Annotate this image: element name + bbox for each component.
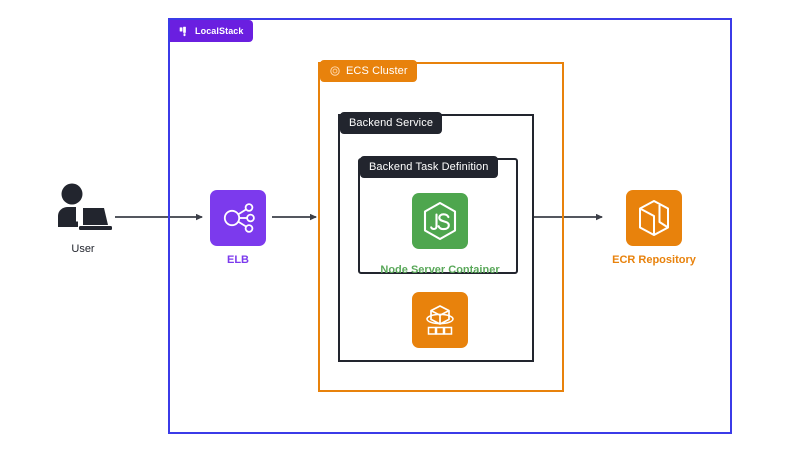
ecs-cluster-icon: [329, 65, 341, 77]
node-elb: ELB: [210, 190, 266, 266]
localstack-logo-icon: [179, 26, 190, 37]
label-backend-task-definition-text: Backend Task Definition: [369, 160, 489, 173]
ecs-container-icon: [412, 292, 468, 348]
label-backend-service-text: Backend Service: [349, 116, 434, 129]
label-ecs-cluster: ECS Cluster: [320, 60, 417, 82]
node-ecs-task-icon: [412, 292, 468, 348]
nodejs-icon: [412, 193, 468, 249]
user-at-laptop-icon: [52, 183, 114, 235]
node-user: User: [38, 183, 128, 255]
container-localstack: [168, 18, 732, 434]
load-balancer-icon: [210, 190, 266, 246]
node-ecr-repository: ECR Repository: [606, 190, 702, 266]
label-backend-service: Backend Service: [340, 112, 443, 134]
label-localstack: LocalStack: [170, 20, 253, 42]
node-node-server-container-label: Node Server Container: [380, 264, 500, 276]
ecr-cube-icon: [626, 190, 682, 246]
node-ecr-repository-label: ECR Repository: [612, 254, 696, 266]
label-backend-task-definition: Backend Task Definition: [360, 156, 498, 178]
label-localstack-text: LocalStack: [195, 25, 244, 36]
node-node-server-container: Node Server Container: [380, 193, 500, 276]
node-elb-label: ELB: [227, 254, 249, 266]
node-user-label: User: [71, 243, 95, 255]
label-ecs-cluster-text: ECS Cluster: [346, 64, 408, 77]
container-ecs-cluster: [318, 62, 564, 392]
